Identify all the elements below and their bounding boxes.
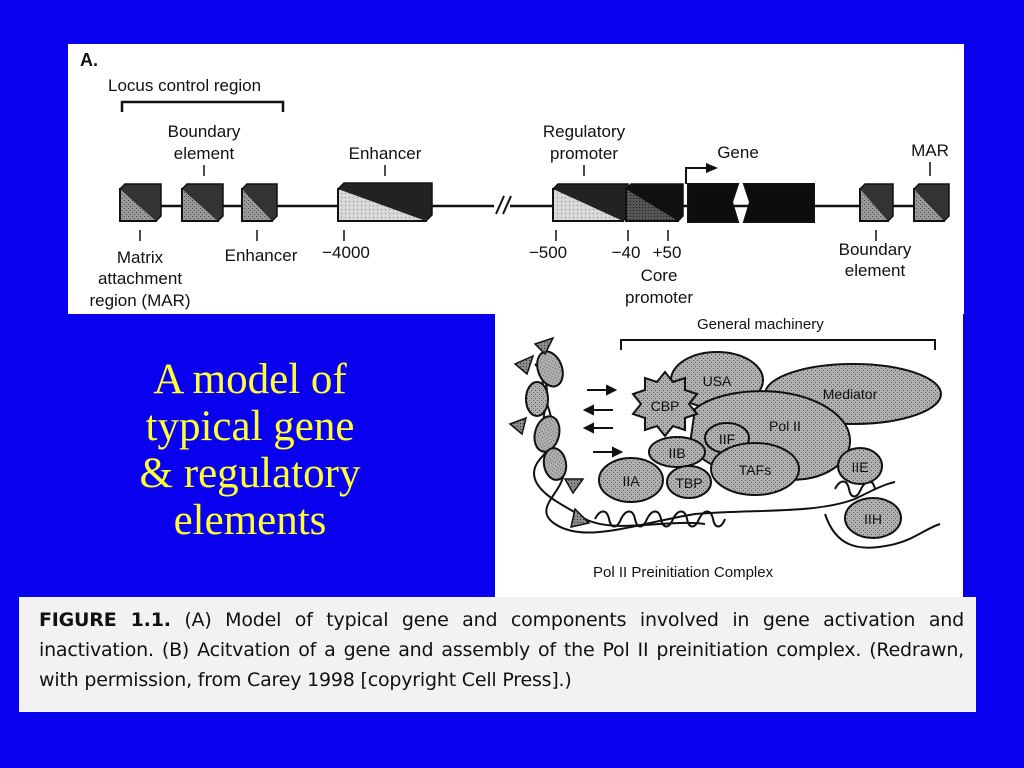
- gene-model-diagram: A. Locus control region: [80, 50, 950, 310]
- mar-bottom-label-1: Matrix: [117, 248, 164, 267]
- mar-bottom-label-3: region (MAR): [89, 291, 190, 310]
- slide-title-line-4: elements: [173, 497, 327, 544]
- boundary-bottom-label-1: Boundary: [839, 240, 912, 259]
- iif-label: IIF: [719, 431, 735, 447]
- cbp-shape: CBP: [631, 370, 699, 438]
- usa-label: USA: [703, 373, 732, 389]
- gene-box: [687, 183, 815, 223]
- break-mark-2: [502, 195, 512, 215]
- gene-label: Gene: [717, 143, 759, 162]
- enhancer-label-top: Enhancer: [349, 144, 422, 163]
- iih-label: IIH: [864, 511, 882, 527]
- pol2-label: Pol II: [769, 418, 801, 434]
- activators: [525, 350, 568, 481]
- boundary-label-top-1: Boundary: [168, 122, 241, 141]
- position-plus50: +50: [653, 243, 682, 262]
- mar-bottom-label-2: attachment: [98, 269, 182, 288]
- preinitiation-complex-diagram: General machinery: [508, 316, 942, 581]
- mar-label: MAR: [911, 141, 949, 160]
- enhancer-box: [337, 182, 433, 222]
- gene-model-panel: A. Locus control region: [68, 44, 964, 314]
- iib-shape: IIB: [648, 436, 706, 468]
- slide-title-line-2: typical gene: [145, 403, 355, 450]
- slide-title-line-1: A model of: [153, 356, 347, 403]
- figure-caption-body: (A) Model of typical gene and components…: [39, 609, 964, 691]
- activator-triangles: [508, 336, 591, 528]
- mediator-label: Mediator: [823, 386, 878, 402]
- regulatory-promoter-label-1: Regulatory: [543, 122, 626, 141]
- figure-label: FIGURE 1.1.: [39, 609, 171, 631]
- complex-caption: Pol II Preinitiation Complex: [593, 564, 774, 581]
- general-machinery-bracket: [620, 339, 936, 350]
- regulatory-promoter-box: [552, 183, 629, 222]
- cbp-label: CBP: [651, 398, 680, 414]
- iia-label: IIA: [622, 473, 640, 489]
- boundary-box-left: [181, 183, 224, 222]
- transcription-arrowhead: [706, 163, 718, 173]
- tbp-label: TBP: [675, 475, 702, 491]
- general-machinery-label: General machinery: [697, 316, 824, 333]
- iia-shape: IIA: [598, 457, 664, 503]
- tafs-shape: TAFs: [710, 442, 800, 496]
- transcription-arrow: [685, 167, 708, 184]
- position-minus4000: −4000: [322, 243, 370, 262]
- panel-label-a: A.: [80, 50, 98, 70]
- slide-title: A model of typical gene & regulatory ele…: [95, 356, 405, 544]
- iie-shape: IIE: [837, 447, 883, 485]
- slide-title-line-3: & regulatory: [139, 450, 361, 497]
- figure-caption: FIGURE 1.1. (A) Model of typical gene an…: [39, 605, 964, 695]
- lcr-label: Locus control region: [108, 76, 261, 95]
- boundary-bottom-label-2: element: [845, 261, 906, 280]
- boundary-label-top-2: element: [174, 144, 235, 163]
- mar-box-left: [119, 183, 162, 222]
- core-promoter-label-1: Core: [641, 266, 678, 285]
- iie-label: IIE: [851, 459, 868, 475]
- lcr-bracket: [120, 100, 285, 112]
- position-minus40: −40: [612, 243, 641, 262]
- enhancer-bottom-label: Enhancer: [225, 246, 298, 265]
- mar-box-right: [913, 183, 950, 222]
- break-mark-1: [495, 195, 505, 215]
- iih-shape: IIH: [844, 497, 902, 539]
- interaction-arrows: [582, 384, 624, 458]
- tafs-label: TAFs: [739, 462, 771, 478]
- lcr-enhancer-box: [241, 183, 278, 222]
- iib-label: IIB: [668, 445, 685, 461]
- regulatory-promoter-label-2: promoter: [550, 144, 618, 163]
- core-promoter-label-2: promoter: [625, 288, 693, 307]
- preinitiation-complex-panel: General machinery: [495, 314, 963, 598]
- tbp-shape: TBP: [666, 465, 712, 499]
- core-promoter-box: [625, 183, 684, 222]
- boundary-box-right: [859, 183, 894, 222]
- figure-caption-box: FIGURE 1.1. (A) Model of typical gene an…: [19, 597, 976, 712]
- position-minus500: −500: [529, 243, 567, 262]
